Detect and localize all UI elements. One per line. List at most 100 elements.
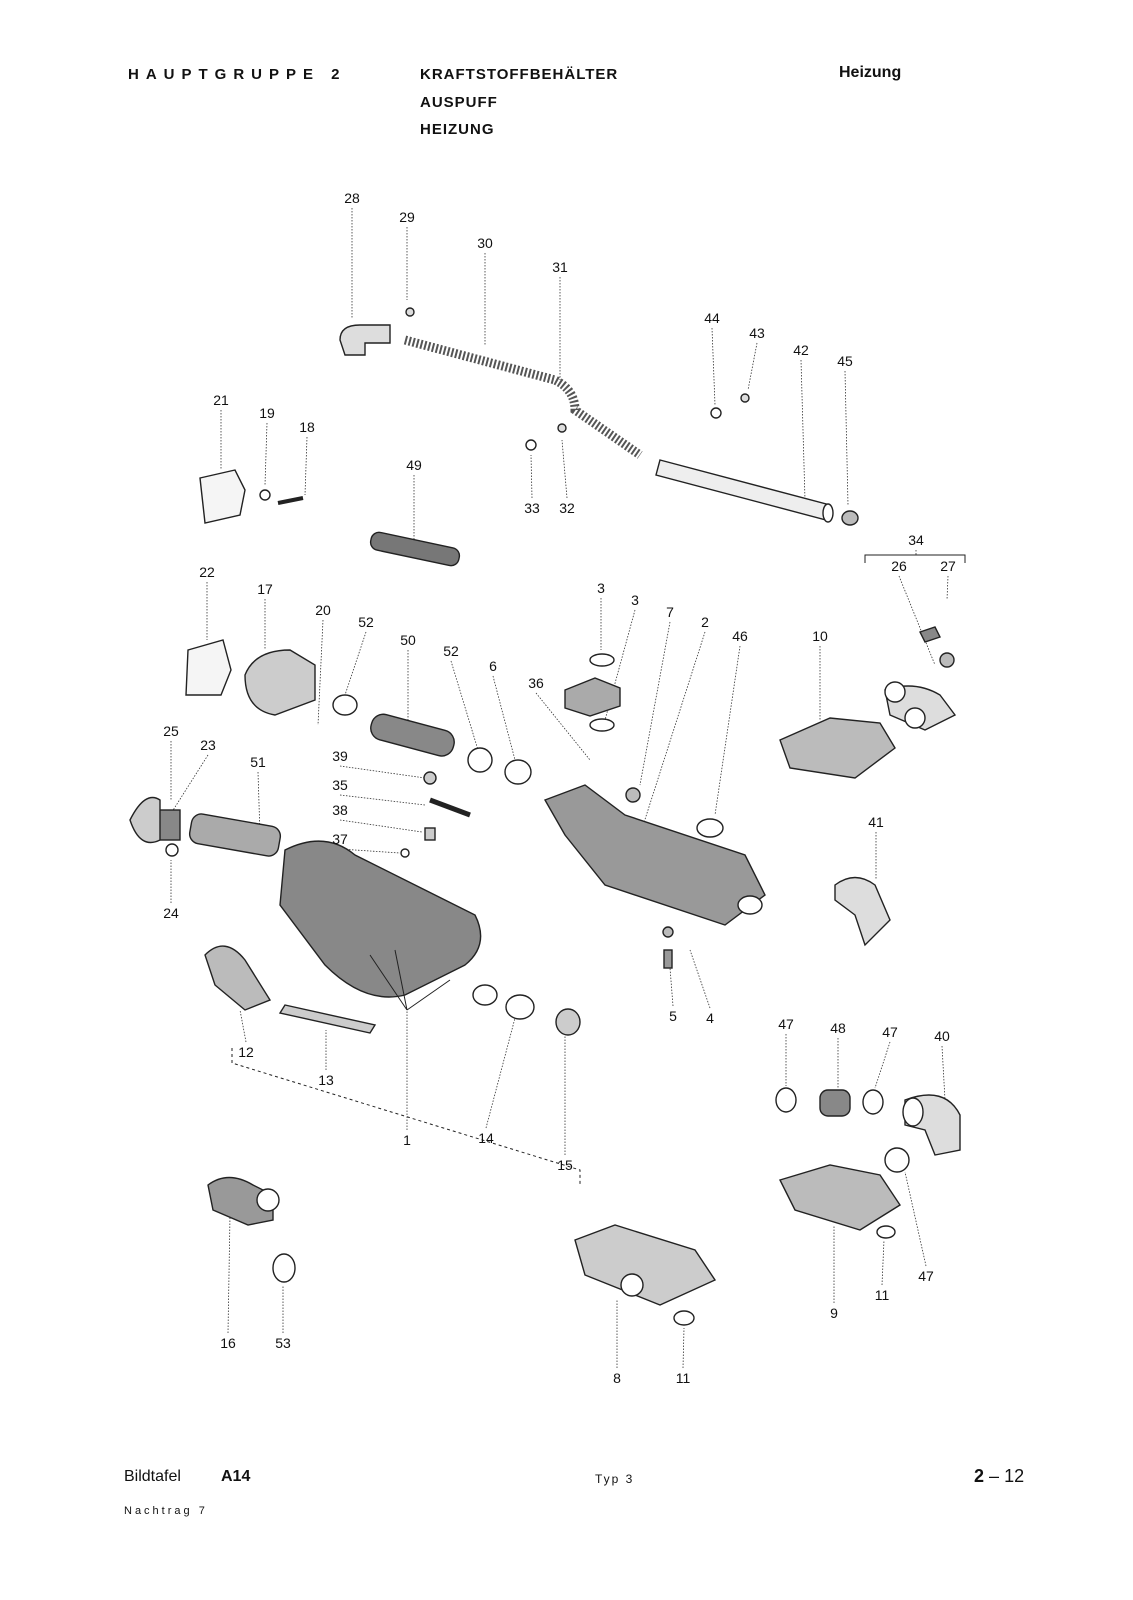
title-exhaust: AUSPUFF bbox=[420, 94, 498, 111]
leader-line-43 bbox=[747, 342, 758, 391]
part-label-44: 44 bbox=[704, 310, 720, 326]
leader-line-7 bbox=[639, 621, 671, 786]
plate-label: Bildtafel bbox=[124, 1468, 181, 1485]
leader-line-20 bbox=[317, 619, 324, 726]
leader-line-14 bbox=[485, 1017, 516, 1129]
part-elbow-41 bbox=[834, 876, 891, 947]
part-label-18: 18 bbox=[299, 419, 315, 435]
part-label-15: 15 bbox=[557, 1157, 573, 1173]
part-cover-17 bbox=[244, 649, 316, 716]
part-label-45: 45 bbox=[837, 353, 853, 369]
leader-line-47 bbox=[874, 1041, 891, 1089]
supplement-note: Nachtrag 7 bbox=[124, 1505, 208, 1517]
part-label-27: 27 bbox=[940, 558, 956, 574]
title-heating: HEIZUNG bbox=[420, 121, 495, 138]
part-label-40: 40 bbox=[934, 1028, 950, 1044]
part-cover-10 bbox=[779, 717, 896, 779]
part-label-8: 8 bbox=[613, 1370, 621, 1386]
part-label-47: 47 bbox=[918, 1268, 934, 1284]
leader-line-44 bbox=[711, 327, 716, 406]
part-label-29: 29 bbox=[399, 209, 415, 225]
part-label-4: 4 bbox=[706, 1010, 714, 1026]
leader-line-46 bbox=[714, 645, 741, 816]
part-hose-50 bbox=[370, 713, 455, 757]
part-label-7: 7 bbox=[666, 604, 674, 620]
part-label-49: 49 bbox=[406, 457, 422, 473]
leader-line-42 bbox=[800, 359, 806, 501]
part-label-46: 46 bbox=[732, 628, 748, 644]
leader-line-33 bbox=[530, 454, 533, 499]
leader-line-18 bbox=[304, 436, 308, 496]
part-label-31: 31 bbox=[552, 259, 568, 275]
part-flex-hose-30 bbox=[403, 335, 643, 459]
part-label-47: 47 bbox=[778, 1016, 794, 1032]
leader-line-38 bbox=[339, 819, 423, 833]
part-label-19: 19 bbox=[259, 405, 275, 421]
part-label-30: 30 bbox=[477, 235, 493, 251]
part-label-41: 41 bbox=[868, 814, 884, 830]
section-heading: Heizung bbox=[839, 64, 902, 81]
leader-line-52 bbox=[344, 631, 367, 696]
part-boot-49 bbox=[369, 531, 461, 567]
part-label-23: 23 bbox=[200, 737, 216, 753]
part-label-20: 20 bbox=[315, 602, 331, 618]
leader-line-40 bbox=[941, 1045, 946, 1101]
leader-line-37 bbox=[339, 848, 401, 854]
leader-line-36 bbox=[535, 692, 591, 761]
leader-line-11 bbox=[682, 1327, 685, 1369]
part-label-13: 13 bbox=[318, 1072, 334, 1088]
main-group-heading: HAUPTGRUPPE 2 bbox=[128, 66, 347, 83]
part-label-52: 52 bbox=[358, 614, 374, 630]
part-label-36: 36 bbox=[528, 675, 544, 691]
part-strap-13 bbox=[278, 1004, 377, 1034]
part-label-21: 21 bbox=[213, 392, 229, 408]
part-label-3: 3 bbox=[631, 592, 639, 608]
part-label-24: 24 bbox=[163, 905, 179, 921]
page-separator: – bbox=[989, 1466, 1000, 1486]
part-muffler-1 bbox=[279, 840, 482, 998]
part-label-28: 28 bbox=[344, 190, 360, 206]
part-label-51: 51 bbox=[250, 754, 266, 770]
plate-number: A14 bbox=[221, 1468, 251, 1485]
part-label-17: 17 bbox=[257, 581, 273, 597]
leader-line-2 bbox=[639, 631, 706, 836]
leader-line-11 bbox=[881, 1239, 885, 1286]
leader-line-52 bbox=[450, 660, 479, 751]
part-label-25: 25 bbox=[163, 723, 179, 739]
part-label-16: 16 bbox=[220, 1335, 236, 1351]
part-label-11: 11 bbox=[874, 1287, 890, 1303]
part-label-48: 48 bbox=[830, 1020, 846, 1036]
leader-line-45 bbox=[844, 370, 849, 506]
leader-line-19 bbox=[264, 422, 268, 486]
part-label-1: 1 bbox=[403, 1132, 411, 1148]
page-number: 2 – 12 bbox=[974, 1466, 1024, 1487]
part-label-39: 39 bbox=[332, 748, 348, 764]
leader-line-26 bbox=[898, 575, 936, 666]
part-label-32: 32 bbox=[559, 500, 575, 516]
part-label-53: 53 bbox=[275, 1335, 291, 1351]
part-label-5: 5 bbox=[669, 1008, 677, 1024]
leader-line-39 bbox=[339, 765, 426, 779]
part-label-43: 43 bbox=[749, 325, 765, 341]
part-gasket-21 bbox=[199, 469, 246, 524]
part-label-12: 12 bbox=[238, 1044, 254, 1060]
part-label-6: 6 bbox=[489, 658, 497, 674]
part-label-3: 3 bbox=[597, 580, 605, 596]
leader-line-23 bbox=[169, 754, 209, 816]
part-label-38: 38 bbox=[332, 802, 348, 818]
leader-line-5 bbox=[669, 967, 674, 1007]
part-muffler-tube-51 bbox=[188, 813, 282, 857]
leader-line-12 bbox=[239, 1009, 247, 1043]
title-fuel-tank: KRAFTSTOFFBEHÄLTER bbox=[420, 66, 619, 83]
part-heat-exchanger-8 bbox=[574, 1224, 717, 1306]
part-label-34: 34 bbox=[908, 532, 924, 548]
part-gasket-22 bbox=[185, 639, 232, 696]
part-label-50: 50 bbox=[400, 632, 416, 648]
leader-line-6 bbox=[492, 675, 516, 761]
leader-line-27 bbox=[946, 575, 949, 601]
part-label-2: 2 bbox=[701, 614, 709, 630]
part-sleeve-48 bbox=[819, 1089, 851, 1117]
part-label-52: 52 bbox=[443, 643, 459, 659]
part-label-42: 42 bbox=[793, 342, 809, 358]
